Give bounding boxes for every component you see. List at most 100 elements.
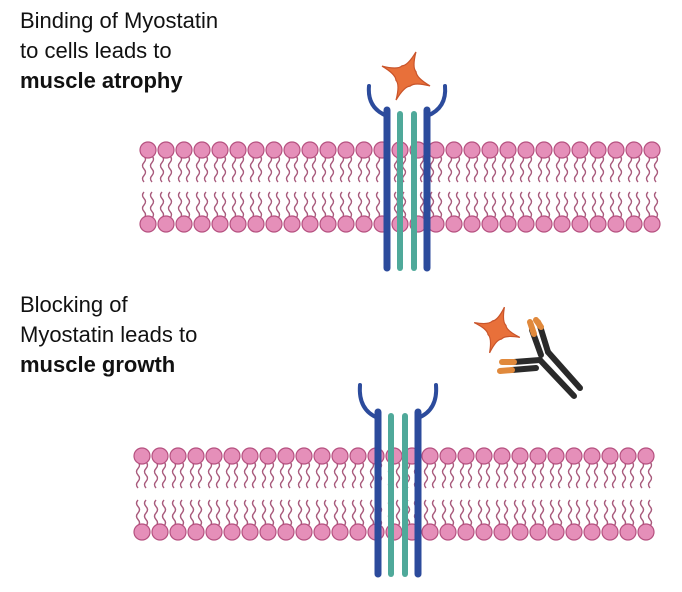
lipid-head: [445, 215, 463, 233]
lipid-tail: [503, 499, 509, 527]
lipid-tail: [303, 191, 309, 219]
lipid-head: [607, 141, 625, 159]
lipid-head: [133, 447, 151, 465]
lipid-tail: [135, 461, 141, 489]
lipid-tail: [491, 155, 497, 183]
lipid-tail: [549, 461, 555, 489]
bottom-caption-line-1: Blocking of: [20, 292, 128, 317]
lipid-head: [175, 215, 193, 233]
lipid-tail: [509, 191, 515, 219]
lipid-tail: [261, 461, 267, 489]
lipid-head: [421, 447, 439, 465]
lipid-head: [259, 447, 277, 465]
lipid-head: [139, 215, 157, 233]
lipid-tail: [495, 499, 501, 527]
lipid-head: [553, 141, 571, 159]
lipid-tail: [329, 155, 335, 183]
lipid-tail: [215, 461, 221, 489]
receptor-arm: [425, 84, 448, 118]
lipid-head: [439, 523, 457, 541]
lipid-tail: [477, 499, 483, 527]
lipid-tail: [143, 461, 149, 489]
lipid-tail: [153, 461, 159, 489]
lipid-tail: [483, 191, 489, 219]
lipid-head: [265, 141, 283, 159]
lipid-head: [607, 215, 625, 233]
lipid-tail: [467, 499, 473, 527]
lipid-tail: [395, 461, 401, 489]
lipid-head: [139, 141, 157, 159]
lipid-tail: [555, 191, 561, 219]
top-caption-emphasis: muscle atrophy: [20, 68, 183, 93]
lipid-head: [151, 447, 169, 465]
lipid-head: [241, 447, 259, 465]
lipid-tail: [239, 191, 245, 219]
antibody-arm: [537, 323, 551, 355]
lipid-tail: [593, 461, 599, 489]
lipid-tail: [527, 155, 533, 183]
lipid-head: [349, 447, 367, 465]
lipid-tail: [243, 499, 249, 527]
lipid-tail: [419, 191, 425, 219]
bottom-caption-line-2: Myostatin leads to: [20, 322, 198, 347]
lipid-head: [211, 141, 229, 159]
lipid-tail: [423, 499, 429, 527]
lipid-tail: [585, 499, 591, 527]
lipid-tail: [267, 155, 273, 183]
lipid-tail: [297, 461, 303, 489]
lipid-tail: [359, 461, 365, 489]
lipid-tail: [465, 191, 471, 219]
antibody-stem: [545, 349, 583, 391]
lipid-tail: [339, 191, 345, 219]
lipid-tail: [341, 499, 347, 527]
lipid-tail: [171, 499, 177, 527]
lipid-head: [295, 523, 313, 541]
lipid-tail: [251, 499, 257, 527]
lipid-tail: [611, 461, 617, 489]
lipid-tail: [351, 461, 357, 489]
lipid-tail: [629, 461, 635, 489]
lipid-tail: [441, 461, 447, 489]
lipid-tail: [467, 461, 473, 489]
top-caption-line-2: to cells leads to: [20, 38, 172, 63]
lipid-tail: [465, 155, 471, 183]
lipid-head: [169, 523, 187, 541]
lipid-tail: [305, 499, 311, 527]
lipid-head: [463, 141, 481, 159]
lipid-tail: [275, 155, 281, 183]
lipid-tail: [275, 191, 281, 219]
lipid-tail: [581, 155, 587, 183]
lipid-tail: [593, 499, 599, 527]
lipid-tail: [483, 155, 489, 183]
lipid-tail: [575, 461, 581, 489]
lipid-tail: [341, 461, 347, 489]
lipid-head: [295, 447, 313, 465]
lipid-head: [193, 215, 211, 233]
lipid-tail: [419, 155, 425, 183]
lipid-head: [223, 523, 241, 541]
lipid-head: [481, 141, 499, 159]
lipid-head: [547, 447, 565, 465]
lipid-tail: [375, 155, 381, 183]
lipid-tail: [189, 499, 195, 527]
lipid-tail: [599, 191, 605, 219]
lipid-tail: [537, 155, 543, 183]
lipid-head: [247, 141, 265, 159]
lipid-tail: [437, 155, 443, 183]
lipid-tail: [267, 191, 273, 219]
lipid-head: [355, 141, 373, 159]
lipid-tail: [161, 499, 167, 527]
lipid-tail: [621, 461, 627, 489]
receptor-arm: [366, 84, 389, 118]
lipid-tail: [477, 461, 483, 489]
lipid-tail: [315, 461, 321, 489]
lipid-head: [439, 447, 457, 465]
lipid-tail: [549, 499, 555, 527]
lipid-head: [193, 141, 211, 159]
lipid-head: [475, 447, 493, 465]
lipid-head: [457, 523, 475, 541]
lipid-tail: [195, 155, 201, 183]
lipid-head: [247, 215, 265, 233]
lipid-tail: [285, 155, 291, 183]
